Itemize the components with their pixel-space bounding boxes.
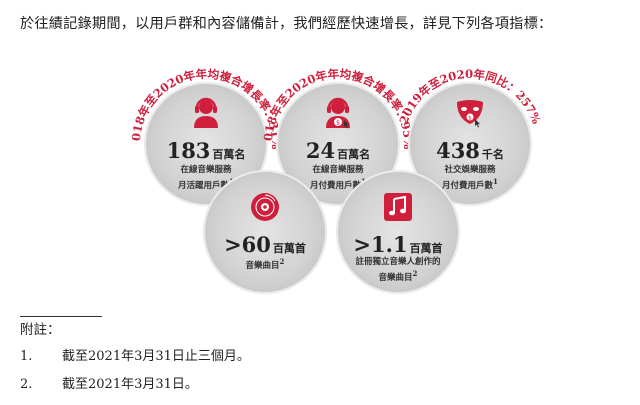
metric-unit: 百萬首	[409, 242, 443, 255]
footnote-ref: 2	[412, 269, 418, 278]
note-text: 截至2021年3月31日。	[62, 377, 198, 392]
metric-desc-line2: 月付費用戶數	[310, 180, 362, 191]
metric-desc-line1: 音樂曲目	[245, 260, 280, 271]
metric-desc-line2: 音樂曲目	[378, 272, 413, 283]
paying-user-icon: $	[326, 97, 350, 129]
paying-mask-icon: $	[457, 100, 483, 128]
metric-unit: 百萬名	[337, 148, 371, 161]
footnote-ref: 2	[279, 257, 285, 266]
metric-desc-line1: 社交娛樂服務	[444, 165, 496, 175]
note-text: 截至2021年3月31日止三個月。	[62, 349, 250, 364]
metric-unit: 千名	[481, 148, 504, 161]
svg-text:$: $	[336, 120, 340, 127]
metric-desc-line2: 月活躍用戶數	[178, 180, 230, 191]
footnote-ref: 1	[493, 177, 498, 186]
metric-value: 183	[166, 138, 211, 163]
metric-value: >60	[224, 232, 271, 257]
metric-desc-line2: 月付費用戶數	[442, 180, 494, 191]
metric-value: >1.1	[353, 232, 408, 257]
user-headphones-icon	[194, 97, 218, 128]
metric-value: 24	[305, 138, 336, 163]
music-note-icon	[384, 193, 412, 221]
svg-text:$: $	[468, 115, 472, 121]
cd-disc-icon	[251, 193, 279, 221]
metric-unit: 百萬首	[272, 242, 306, 255]
note-number: 1.	[20, 349, 33, 364]
metric-desc-line1: 註冊獨立音樂人創作的	[355, 257, 441, 267]
metric-desc-line1: 在線音樂服務	[312, 165, 364, 175]
metric-value: 438	[436, 138, 480, 163]
notes-divider	[20, 316, 102, 317]
intro-text: 於往績記錄期間，以用戶群和內容儲備計，我們經歷快速增長，詳見下列各項指標：	[20, 16, 553, 32]
note-number: 2.	[20, 377, 33, 392]
metric-desc-line1: 在線音樂服務	[180, 165, 232, 175]
notes-title: 附註：	[20, 322, 61, 338]
metric-unit: 百萬名	[212, 148, 246, 161]
note-item: 1. 截至2021年3月31日止三個月。	[20, 345, 250, 364]
note-item: 2. 截至2021年3月31日。	[20, 373, 198, 392]
